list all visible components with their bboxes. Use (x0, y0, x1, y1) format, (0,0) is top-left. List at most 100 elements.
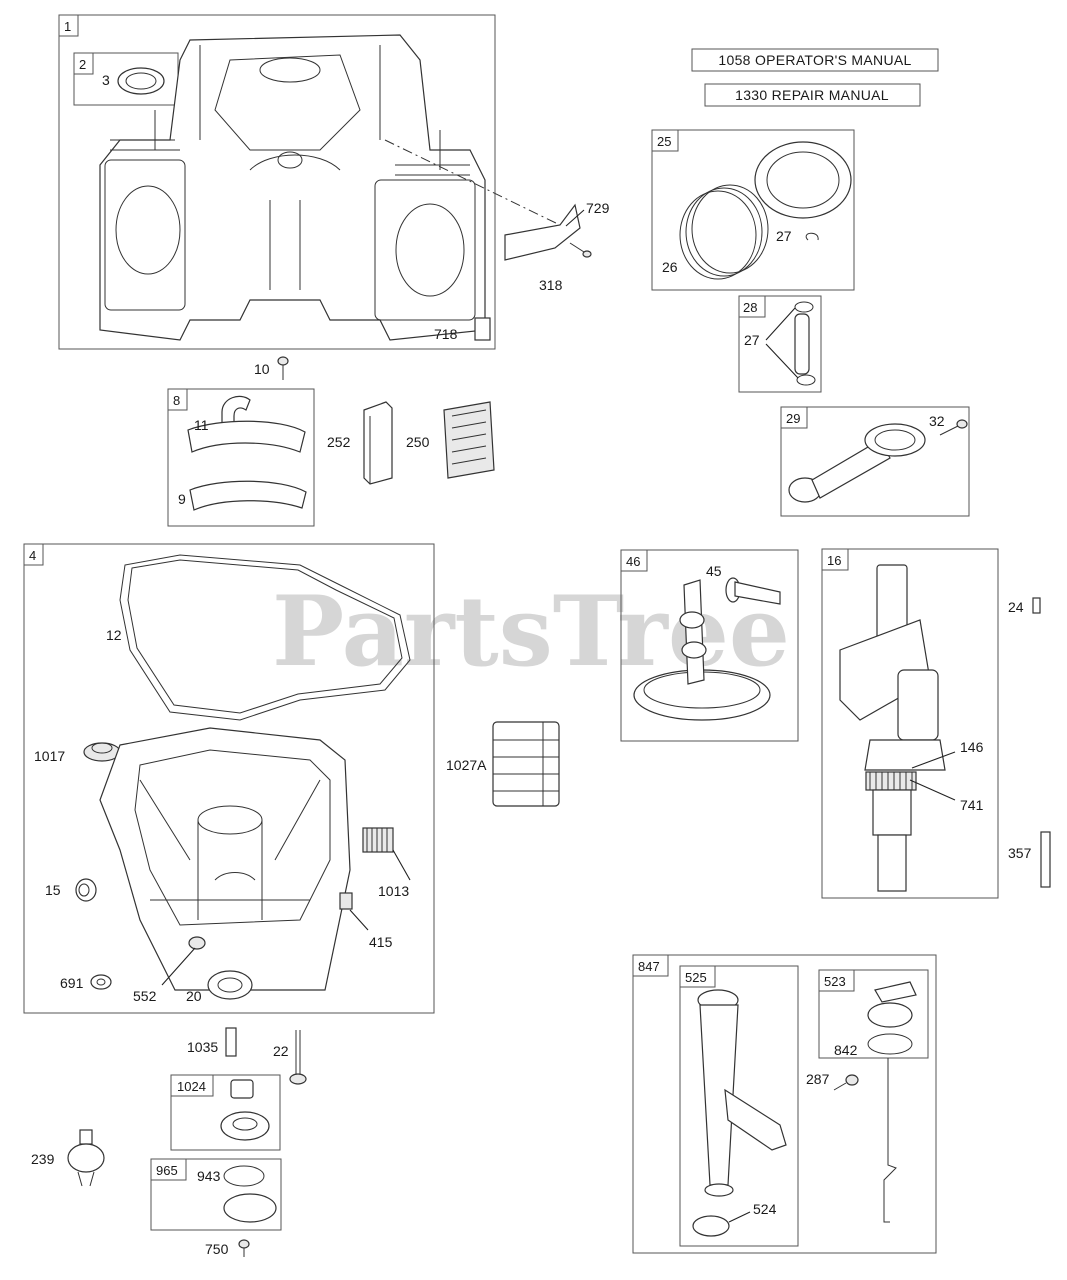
breather-gasket-drawing (189, 480, 307, 511)
valve-lifter-45-drawing (725, 577, 781, 605)
crankshaft-drawing (839, 564, 946, 892)
oil-pressure-sensor-239[interactable]: 239 (31, 1129, 105, 1187)
sump-drawing (99, 727, 351, 991)
group-523-tag: 523 (824, 974, 846, 989)
screw-287-drawing (833, 1074, 859, 1091)
repair-manual-box[interactable]: 1330 REPAIR MANUAL (704, 83, 921, 107)
part-32-label: 32 (929, 413, 945, 429)
plug-552-drawing (188, 936, 206, 950)
group-965-tag: 965 (156, 1163, 178, 1178)
group-46-tag: 46 (626, 554, 640, 569)
piston-pin-drawing (794, 313, 810, 375)
group-8-breather[interactable]: 8 11 9 (167, 388, 315, 527)
group-1-tag: 1 (64, 19, 71, 34)
part-943-label: 943 (197, 1168, 221, 1184)
group-4-sump[interactable]: 4 12 1017 15 1013 41 (23, 543, 435, 1014)
part-27-label-a: 27 (776, 228, 792, 244)
group-25-piston[interactable]: 25 26 27 (651, 129, 855, 291)
circlip-drawing (805, 232, 819, 241)
screw-750[interactable]: 750 (205, 1239, 250, 1257)
sump-gasket-drawing (119, 554, 411, 721)
group-1-cylinder-block[interactable]: 1 2 3 729 318 (58, 14, 610, 350)
governor-1017-drawing (83, 742, 121, 762)
group-847-dipstick[interactable]: 847 525 524 523 842 287 (632, 954, 937, 1254)
part-750-label: 750 (205, 1241, 229, 1257)
part-729-label[interactable]: 729 (586, 200, 610, 216)
part-691-label: 691 (60, 975, 84, 991)
group-29-connecting-rod[interactable]: 29 32 (780, 406, 970, 517)
part-9-label: 9 (178, 491, 186, 507)
camshaft-drawing (633, 579, 771, 721)
pin-1035[interactable]: 1035 (187, 1027, 237, 1057)
part-842-label: 842 (834, 1042, 858, 1058)
part-24-label: 24 (1008, 599, 1024, 615)
part-357-label: 357 (1008, 845, 1032, 861)
key-24[interactable]: 24 (1008, 597, 1041, 615)
part-11-label: 11 (194, 417, 209, 433)
oil-filter-1027a[interactable]: 1027A (446, 721, 560, 807)
part-552-label: 552 (133, 988, 157, 1004)
group-965-pump-cover[interactable]: 965 943 (150, 1158, 282, 1231)
group-1024-oil-pump[interactable]: 1024 (170, 1074, 281, 1151)
part-415-label: 415 (369, 934, 393, 950)
spring-1013-drawing (362, 827, 394, 853)
dipstick-cap-drawing (867, 981, 917, 1055)
part-250-label: 250 (406, 434, 430, 450)
part-287-label: 287 (806, 1071, 830, 1087)
group-16-tag: 16 (827, 553, 841, 568)
o-ring-943-drawing (223, 1165, 265, 1187)
operators-manual-box[interactable]: 1058 OPERATOR'S MANUAL (691, 48, 939, 72)
group-2-tag: 2 (79, 57, 86, 72)
seal-20-drawing (207, 970, 253, 1000)
piston-drawing (754, 141, 852, 219)
group-847-tag: 847 (638, 959, 660, 974)
part-26-label: 26 (662, 259, 678, 275)
piston-rings-drawing (679, 184, 769, 280)
bolt-22[interactable]: 22 (273, 1030, 307, 1085)
part-250[interactable]: 250 (406, 401, 495, 479)
seal-ring-drawing (117, 67, 165, 95)
part-252[interactable]: 252 (327, 401, 393, 485)
part-27-label-b: 27 (744, 332, 760, 348)
part-718-label[interactable]: 718 (434, 326, 458, 342)
part-252-label: 252 (327, 434, 351, 450)
pump-cover-drawing (223, 1193, 277, 1223)
group-28-piston-pin[interactable]: 28 27 (738, 295, 822, 393)
plug-415-drawing (339, 892, 353, 910)
group-8-tag: 8 (173, 393, 180, 408)
part-741-label: 741 (960, 797, 984, 813)
washer-691-drawing (90, 974, 112, 990)
dipstick-blade-drawing (883, 1058, 897, 1223)
group-25-tag: 25 (657, 134, 671, 149)
dowel-718-drawing (474, 317, 491, 341)
fitting-15-drawing (75, 878, 97, 902)
bolt-32-drawing (939, 419, 968, 436)
group-28-tag: 28 (743, 300, 757, 315)
group-1024-tag: 1024 (177, 1079, 206, 1094)
breather-cover-drawing (187, 420, 306, 453)
group-46-camshaft[interactable]: 46 45 (620, 549, 799, 742)
bracket-729-drawing (504, 203, 581, 261)
bolt-10[interactable]: 10 (254, 356, 289, 380)
part-3-label[interactable]: 3 (102, 72, 110, 88)
key-357[interactable]: 357 (1008, 831, 1051, 888)
repair-manual-label: 1330 REPAIR MANUAL (735, 87, 889, 103)
part-146-label: 146 (960, 739, 984, 755)
group-16-crankshaft[interactable]: 16 146 741 (821, 548, 999, 899)
screw-318-drawing (569, 242, 592, 258)
part-15-label: 15 (45, 882, 61, 898)
cylinder-block-drawing (99, 34, 486, 341)
part-45-label: 45 (706, 563, 722, 579)
dipstick-tube-drawing (697, 989, 787, 1197)
part-10-label: 10 (254, 361, 270, 377)
part-1013-label: 1013 (378, 883, 409, 899)
group-29-tag: 29 (786, 411, 800, 426)
operators-manual-label: 1058 OPERATOR'S MANUAL (718, 52, 911, 68)
seal-524-drawing (692, 1215, 730, 1237)
oil-pump-rotor-drawing (220, 1079, 270, 1141)
part-22-label: 22 (273, 1043, 289, 1059)
part-524-label: 524 (753, 1201, 777, 1217)
part-318-label[interactable]: 318 (539, 277, 563, 293)
group-4-tag: 4 (29, 548, 36, 563)
